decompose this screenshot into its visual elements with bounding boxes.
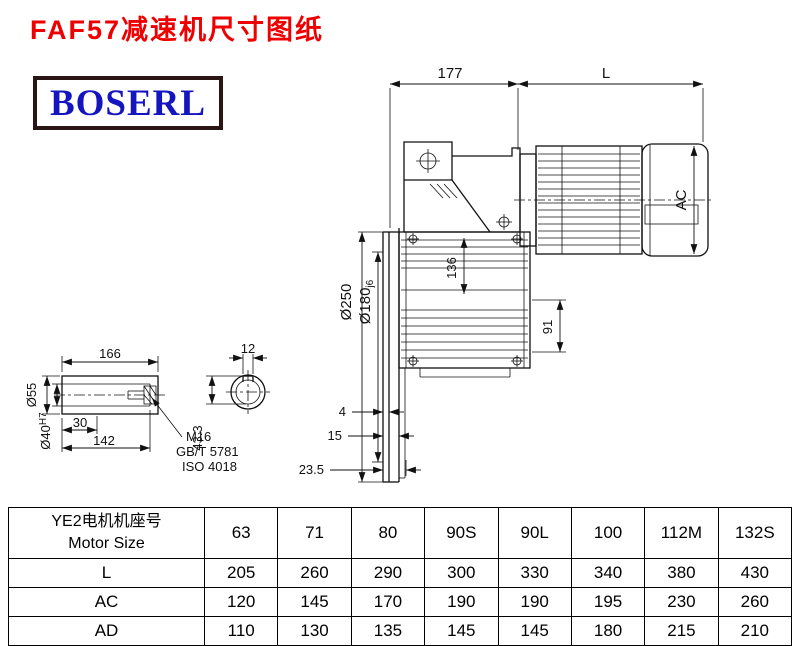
bolt-symbol-icons xyxy=(416,149,512,230)
table-cell: 145 xyxy=(277,587,352,617)
dim-15-label: 15 xyxy=(328,428,342,443)
dim-136-label: 136 xyxy=(444,257,459,279)
header-label-en: Motor Size xyxy=(68,535,145,552)
table-header-label-cell: YE2电机机座号 Motor Size xyxy=(8,507,205,559)
row-label: AD xyxy=(8,616,205,646)
table-cell: 195 xyxy=(570,587,646,617)
dim-43-3-label: 43.3 xyxy=(190,425,205,450)
table-cell: 90L xyxy=(497,507,572,559)
dim-4-label: 4 xyxy=(339,404,346,419)
table-cell: 430 xyxy=(717,558,793,588)
dim-d40-label: Ø40H7 xyxy=(38,412,53,450)
table-cell: 100 xyxy=(570,507,646,559)
table-cell: 380 xyxy=(644,558,719,588)
motor xyxy=(514,143,714,257)
table-cell: 300 xyxy=(424,558,499,588)
table-cell: 112M xyxy=(644,507,719,559)
table-cell: 130 xyxy=(277,616,352,646)
shaft-end-view: 12 43.3 xyxy=(190,341,270,451)
table-cell: 340 xyxy=(570,558,646,588)
table-cell: 145 xyxy=(424,616,499,646)
dim-AC-label: AC xyxy=(673,189,690,210)
header-label-cn: YE2电机机座号 xyxy=(51,512,162,530)
housing-ribs xyxy=(398,231,531,378)
table-cell: 190 xyxy=(424,587,499,617)
gearbox-main-view xyxy=(382,141,714,483)
table-cell: 260 xyxy=(277,558,352,588)
row-label: L xyxy=(8,558,205,588)
table-cell: 135 xyxy=(350,616,426,646)
table-cell: 71 xyxy=(277,507,352,559)
note-iso-4018: ISO 4018 xyxy=(182,459,237,474)
dim-12-label: 12 xyxy=(241,341,255,356)
table-cell: 205 xyxy=(203,558,279,588)
dim-91-label: 91 xyxy=(540,320,555,334)
dim-d55-label: Ø55 xyxy=(24,383,39,408)
table-cell: 215 xyxy=(644,616,719,646)
dim-L-label: L xyxy=(602,65,610,82)
table-cell: 330 xyxy=(497,558,572,588)
page-title: FAF57减速机尺寸图纸 xyxy=(30,15,325,45)
table-cell: 170 xyxy=(350,587,426,617)
table-cell: 80 xyxy=(350,507,426,559)
dim-d180-label: Ø180j6 xyxy=(357,279,376,324)
dim-177-label: 177 xyxy=(437,65,462,82)
table-cell: 260 xyxy=(717,587,793,617)
dim-30-label: 30 xyxy=(73,415,87,430)
table-row-L: L 205 260 290 300 330 340 380 430 xyxy=(8,558,793,588)
flange-plate xyxy=(382,228,406,483)
brand-logo-box: BOSERL xyxy=(33,76,223,130)
table-cell: 63 xyxy=(203,507,279,559)
table-cell: 145 xyxy=(497,616,572,646)
row-label: AC xyxy=(8,587,205,617)
note-m16: M16 xyxy=(186,429,211,444)
dimension-drawing: 177 L AC Ø250 Ø180j6 136 91 xyxy=(24,65,714,483)
table-cell: 90S xyxy=(424,507,499,559)
table-cell: 180 xyxy=(570,616,646,646)
table-cell: 230 xyxy=(644,587,719,617)
motor-size-table: YE2电机机座号 Motor Size 63 71 80 90S 90L 100… xyxy=(8,507,793,646)
table-row-AC: AC 120 145 170 190 190 195 230 260 xyxy=(8,587,793,617)
table-cell: 110 xyxy=(203,616,279,646)
table-row-AD: AD 110 130 135 145 145 180 215 210 xyxy=(8,616,793,646)
table-header-row: YE2电机机座号 Motor Size 63 71 80 90S 90L 100… xyxy=(8,507,793,559)
table-cell: 210 xyxy=(717,616,793,646)
dim-23-5-label: 23.5 xyxy=(299,462,324,477)
dim-142-label: 142 xyxy=(93,433,115,448)
table-cell: 120 xyxy=(203,587,279,617)
shaft-detail: 166 30 142 Ø55 Ø40H7 M16 GB/T 5781 ISO 4… xyxy=(24,346,239,474)
housing-upper xyxy=(403,141,521,233)
dimensions-main: 177 L AC Ø250 Ø180j6 136 91 xyxy=(299,65,704,483)
dim-166-label: 166 xyxy=(99,346,121,361)
brand-logo-text: BOSERL xyxy=(49,82,207,124)
note-gbt-5781: GB/T 5781 xyxy=(176,444,239,459)
dim-d250-label: Ø250 xyxy=(338,284,355,321)
table-cell: 190 xyxy=(497,587,572,617)
table-cell: 290 xyxy=(350,558,426,588)
table-cell: 132S xyxy=(717,507,793,559)
